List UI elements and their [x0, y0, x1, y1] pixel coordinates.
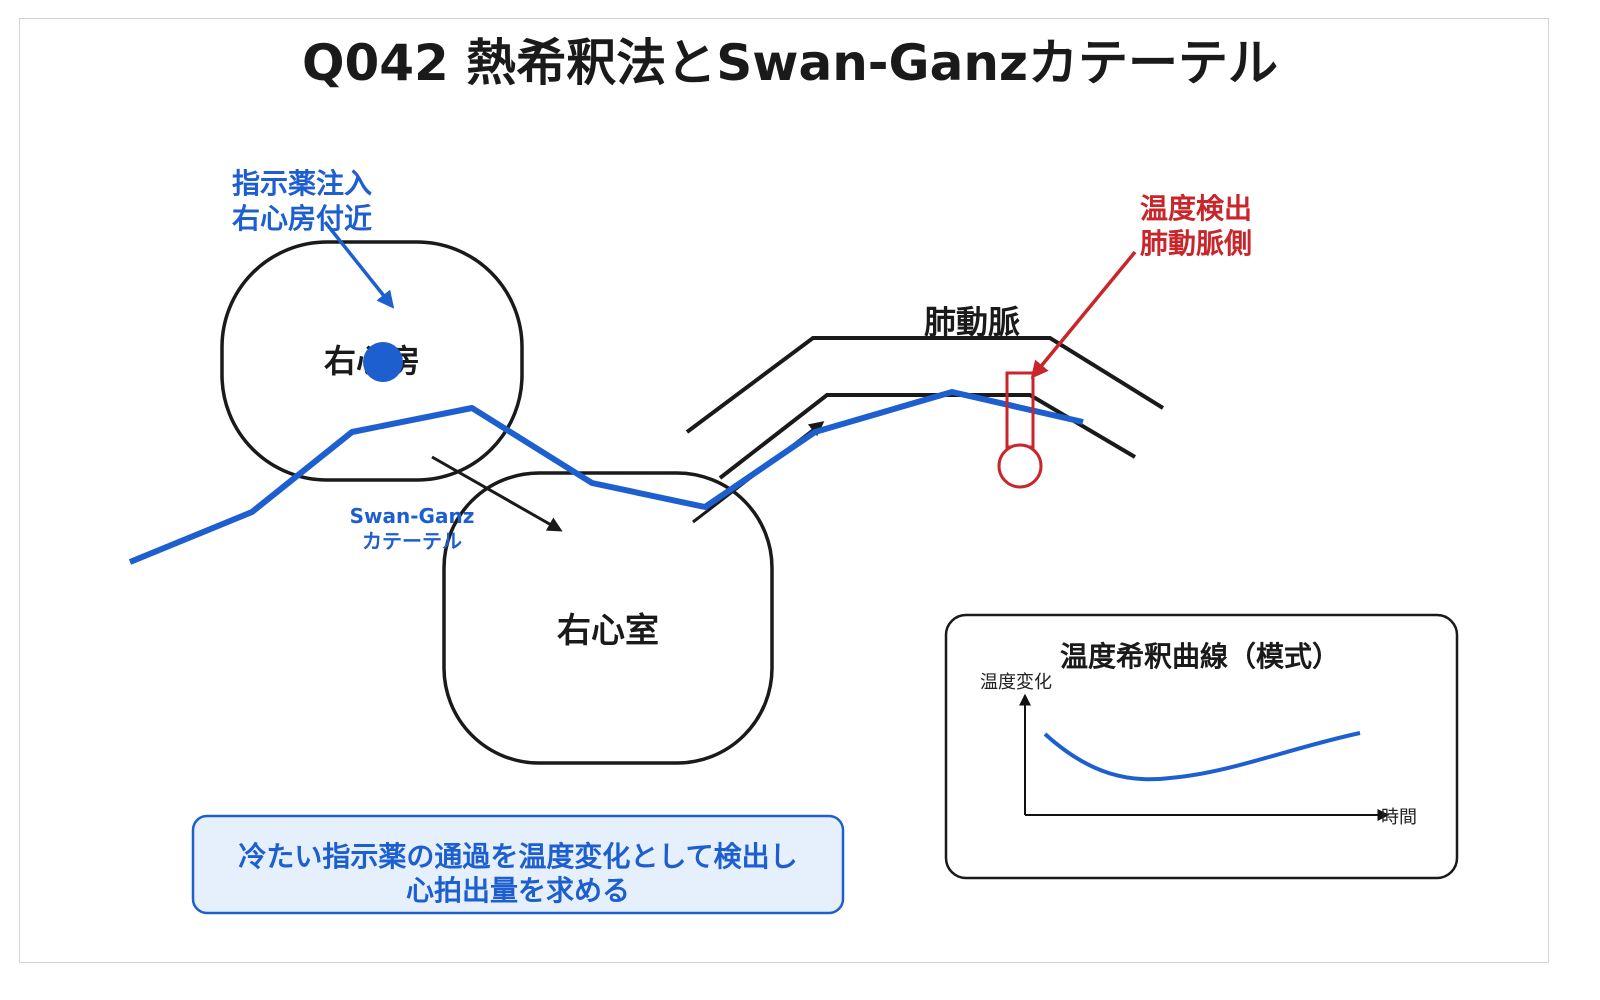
note-line2: 心拍出量を求める — [406, 874, 630, 907]
pulmonary-artery-upper-wall — [685, 336, 1165, 434]
injection-point-dot — [363, 342, 403, 382]
right-atrium-chamber — [220, 240, 524, 482]
pulmonary-artery-lower-wall — [718, 393, 1137, 480]
right-ventricle-label: 右心室 — [557, 611, 659, 651]
right-ventricle-chamber — [442, 471, 774, 765]
catheter-label-line1: Swan-Ganz — [350, 504, 475, 528]
swan-ganz-catheter-line — [128, 389, 1084, 565]
dilution-curve-title: 温度希釈曲線（模式） — [1060, 640, 1340, 673]
injection-label-line1: 指示薬注入 — [232, 167, 372, 200]
detection-label-line1: 温度検出 — [1140, 192, 1252, 225]
x-axis-label: 時間 — [1381, 807, 1417, 828]
thermistor-icon — [997, 371, 1043, 489]
dilution-curve-panel — [944, 613, 1459, 880]
flow-arrow-atrium-to-ventricle — [431, 455, 563, 532]
pulmonary-artery-label: 肺動脈 — [924, 303, 1020, 341]
page-title: Q042 熱希釈法とSwan-Ganzカテーテル — [302, 34, 1278, 92]
note-line1: 冷たい指示薬の通過を温度変化として検出し — [238, 840, 797, 873]
y-axis-label: 温度変化 — [980, 672, 1052, 693]
detection-arrow — [1030, 250, 1137, 379]
detection-label-line2: 肺動脈側 — [1140, 227, 1252, 260]
injection-label-line2: 右心房付近 — [232, 202, 372, 235]
injection-arrow — [323, 220, 395, 309]
note-box — [191, 814, 845, 915]
dilution-curve-line — [1043, 731, 1361, 782]
catheter-label-line2: カテーテル — [362, 529, 462, 553]
